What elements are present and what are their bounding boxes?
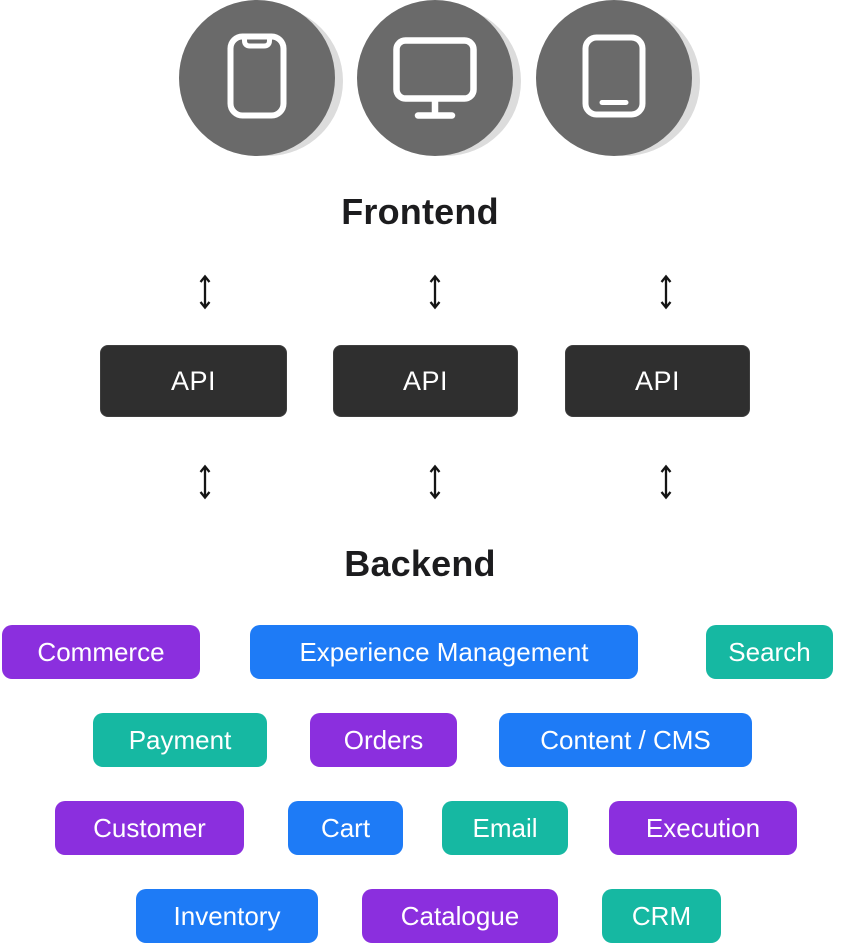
vertical-double-arrow-icon [427,462,443,502]
desktop-monitor-icon [391,31,479,126]
device-circle-tablet [536,0,692,156]
backend-heading: Backend [344,543,496,584]
vertical-double-arrow-icon [427,272,443,312]
service-pill-execution: Execution [609,801,797,855]
device-circle-desktop [357,0,513,156]
service-pill-payment: Payment [93,713,267,767]
vertical-double-arrow-icon [658,462,674,502]
vertical-double-arrow-icon [197,272,213,312]
tablet-icon [582,34,646,123]
vertical-double-arrow-icon [197,462,213,502]
service-pill-catalogue: Catalogue [362,889,558,943]
service-pill-orders: Orders [310,713,457,767]
device-circle-phone [179,0,335,156]
service-pill-experience-management: Experience Management [250,625,638,679]
smartphone-icon [227,33,287,124]
api-box: API [333,345,518,417]
service-pill-customer: Customer [55,801,244,855]
service-pill-cart: Cart [288,801,403,855]
service-pill-crm: CRM [602,889,721,943]
service-pill-commerce: Commerce [2,625,200,679]
service-pill-content-cms: Content / CMS [499,713,752,767]
frontend-heading: Frontend [341,191,499,232]
api-box: API [100,345,287,417]
service-pill-email: Email [442,801,568,855]
vertical-double-arrow-icon [658,272,674,312]
service-pill-search: Search [706,625,833,679]
api-box: API [565,345,750,417]
service-pill-inventory: Inventory [136,889,318,943]
